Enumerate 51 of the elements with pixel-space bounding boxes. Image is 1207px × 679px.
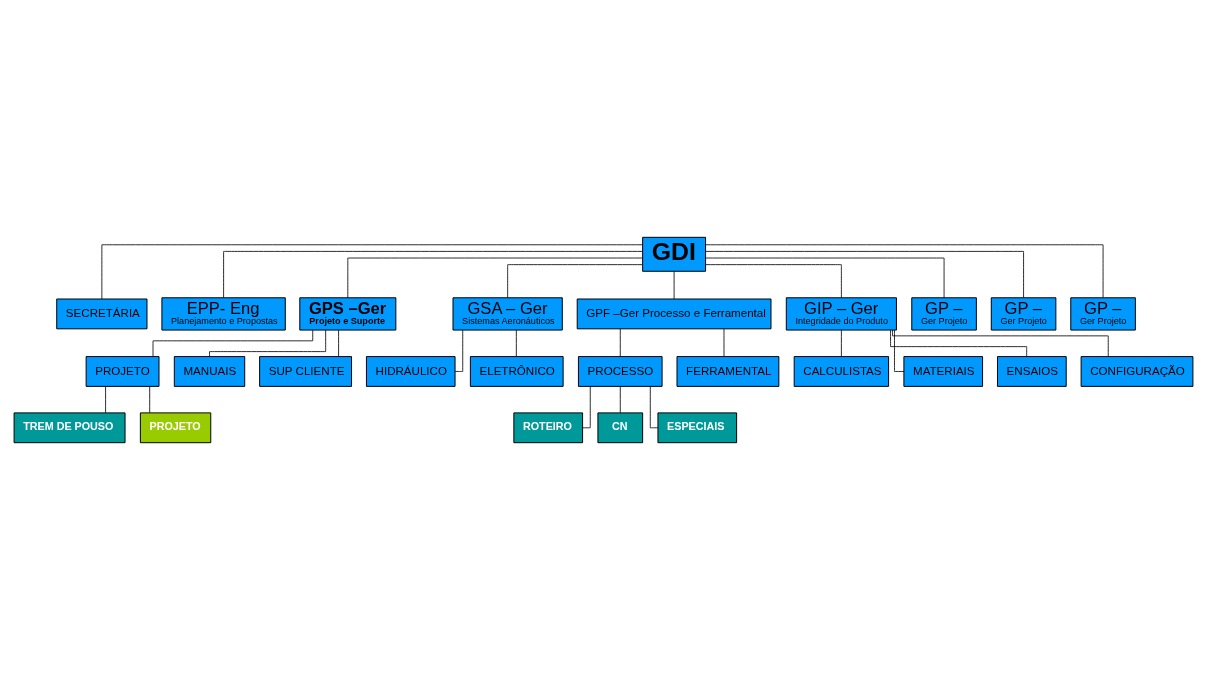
node-box: GDI bbox=[642, 236, 707, 272]
connector bbox=[101, 243, 643, 299]
node-box: ELETRÔNICO bbox=[469, 355, 564, 387]
node-box: TREM DE POUSO bbox=[13, 411, 126, 443]
connector bbox=[705, 243, 1104, 298]
node-box: CONFIGURAÇÃO bbox=[1080, 355, 1194, 387]
connector bbox=[705, 250, 1024, 298]
node-box: PROJETO bbox=[139, 411, 212, 443]
node-box: ENSAIOS bbox=[997, 355, 1067, 387]
connector bbox=[582, 385, 591, 428]
node-box: CALCULISTAS bbox=[793, 355, 890, 387]
connector bbox=[892, 329, 1109, 357]
node-box: FERRAMENTAL bbox=[676, 355, 780, 387]
connector bbox=[209, 329, 327, 357]
connector bbox=[507, 263, 643, 298]
node-box: SUP CLIENTE bbox=[259, 355, 353, 387]
connector bbox=[152, 329, 314, 357]
connector bbox=[347, 257, 643, 298]
node-box: SECRETÁRIA bbox=[56, 298, 148, 329]
connector bbox=[705, 263, 842, 298]
node-box: HIDRÁULICO bbox=[365, 355, 456, 387]
connector bbox=[649, 385, 659, 428]
node-box: ROTEIRO bbox=[513, 411, 584, 443]
connector bbox=[149, 385, 151, 413]
connector bbox=[619, 385, 621, 413]
node-box: MATERIAIS bbox=[903, 355, 984, 387]
connector bbox=[705, 257, 945, 298]
connector bbox=[105, 385, 106, 413]
node-box: GP – Ger Projeto bbox=[1070, 296, 1136, 331]
connector bbox=[619, 328, 621, 357]
connector bbox=[223, 250, 643, 298]
node-box: GP – Ger Projeto bbox=[990, 296, 1057, 331]
connector bbox=[723, 328, 725, 357]
node-box: GIP – Ger Integridade do Produto bbox=[785, 296, 897, 331]
node-box: ESPECIAIS bbox=[657, 411, 738, 443]
connector bbox=[338, 329, 340, 357]
node-box: GPF –Ger Processo e Ferramental bbox=[576, 298, 772, 329]
node-box: GPS –Ger Projeto e Suporte bbox=[299, 296, 397, 331]
node-box: MANUAIS bbox=[173, 355, 246, 387]
connector bbox=[894, 329, 905, 372]
node-box: PROCESSO bbox=[577, 355, 663, 387]
node-box: PROJETO bbox=[85, 355, 160, 387]
connector bbox=[890, 329, 1028, 357]
node-box: GSA – Ger Sistemas Aeronáuticos bbox=[452, 296, 563, 331]
node-box: EPP- Eng Planejamento e Propostas bbox=[161, 296, 286, 331]
connector bbox=[454, 329, 464, 372]
node-box: CN bbox=[597, 411, 644, 443]
connector bbox=[673, 270, 675, 299]
connector bbox=[515, 329, 517, 357]
connector bbox=[840, 329, 842, 357]
node-box: GP – Ger Projeto bbox=[911, 296, 977, 331]
